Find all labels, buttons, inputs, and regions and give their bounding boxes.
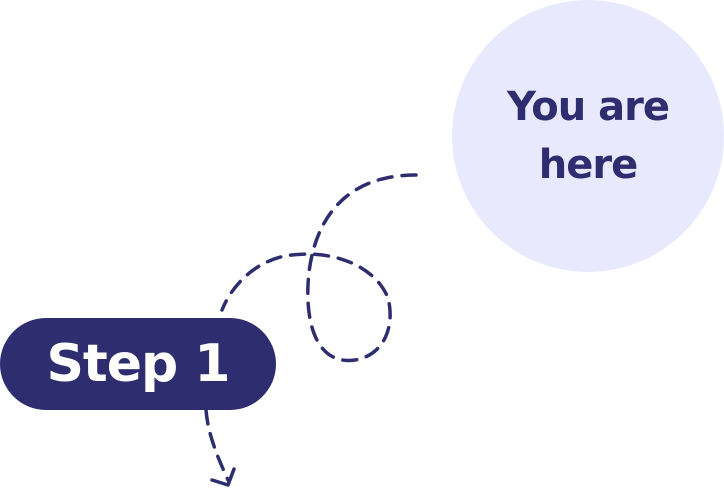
you-are-here-label: You are here (506, 84, 670, 188)
step-label: Step 1 (46, 334, 230, 394)
you-are-here-bubble: You are here (452, 0, 724, 272)
dashed-loop-path (220, 173, 418, 363)
arrow-head-icon (210, 467, 236, 487)
dashed-arrow-line (204, 408, 230, 482)
step-1-badge: Step 1 (0, 318, 276, 410)
